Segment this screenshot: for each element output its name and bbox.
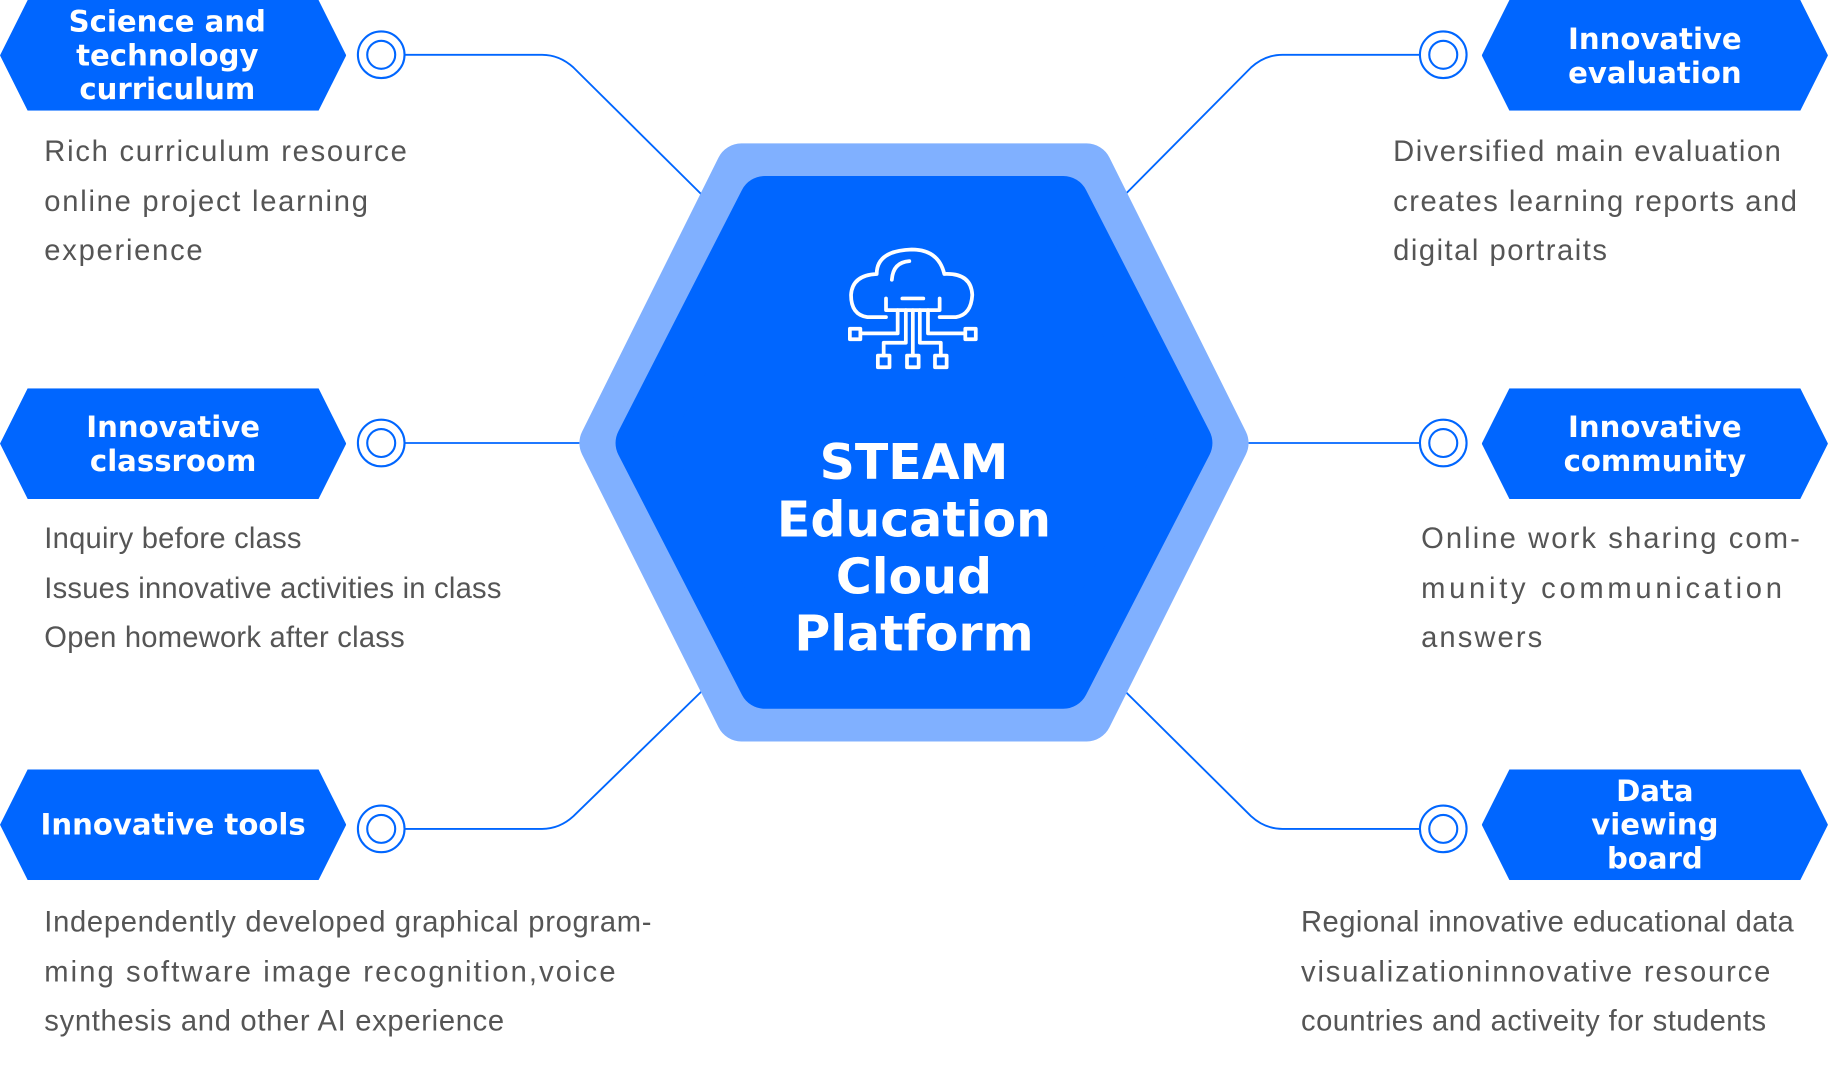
cloud-network-icon — [848, 247, 978, 370]
node-description: Inquiry before class Issues innovative a… — [44, 514, 501, 663]
description-line: Open homework after class — [44, 621, 405, 655]
description-line: Independently developed graphical progra… — [44, 905, 653, 939]
description-line: Rich curriculum resource — [44, 135, 409, 168]
connector-line — [404, 684, 709, 830]
node-label-innovative-evaluation: Innovative evaluation — [1481, 0, 1828, 111]
description-line: Diversified main evaluation — [1393, 135, 1783, 168]
description-line: munity communication — [1421, 571, 1786, 605]
connector-line — [404, 53, 709, 202]
center-title-line: STEAM — [819, 433, 1009, 491]
description-line: Inquiry before class — [44, 522, 302, 555]
description-line: experience — [44, 234, 205, 267]
description-line: creates learning reports and — [1393, 184, 1799, 218]
description-line: digital portraits — [1393, 234, 1609, 267]
connector-line — [1118, 684, 1420, 830]
description-line: Regional innovative educational data — [1301, 905, 1795, 939]
node-description: Rich curriculum resource online project … — [44, 127, 408, 276]
description-line: visualizationinnovative resource — [1301, 955, 1773, 989]
node-label-data-viewing-board: Data viewing board — [1481, 769, 1828, 881]
description-line: Issues innovative activities in class — [44, 571, 502, 605]
node-label-science-curriculum: Science and technology curriculum — [0, 0, 347, 111]
center-title: STEAM Education Cloud Platform — [699, 434, 1128, 662]
description-line: Online work sharing com- — [1421, 522, 1802, 555]
center-hex — [615, 176, 1213, 709]
node-description: Regional innovative educational data vis… — [1301, 898, 1794, 1047]
connector-line — [1118, 53, 1420, 202]
description-line: online project learning — [44, 184, 370, 218]
center-title-line: Education — [776, 490, 1052, 548]
center-title-line: Platform — [794, 605, 1034, 663]
node-circle-icon — [356, 30, 406, 80]
description-line: ming software image recognition,voice — [44, 955, 618, 989]
node-circle-icon — [356, 804, 406, 854]
node-circle-icon — [356, 418, 406, 468]
node-description: Online work sharing com- munity communic… — [1421, 514, 1802, 663]
node-description: Diversified main evaluation creates lear… — [1393, 127, 1798, 276]
node-description: Independently developed graphical progra… — [44, 898, 652, 1047]
description-line: synthesis and other AI experience — [44, 1004, 505, 1038]
node-label-innovative-classroom: Innovative classroom — [0, 388, 347, 499]
description-line: answers — [1421, 621, 1545, 655]
description-line: countries and activeity for students — [1301, 1004, 1767, 1038]
center-title-line: Cloud — [835, 547, 993, 606]
node-circle-icon — [1418, 30, 1468, 80]
node-label-innovative-community: Innovative community — [1481, 388, 1828, 499]
node-circle-icon — [1418, 418, 1468, 468]
node-label-innovative-tools: Innovative tools — [0, 769, 347, 881]
node-circle-icon — [1418, 804, 1468, 854]
